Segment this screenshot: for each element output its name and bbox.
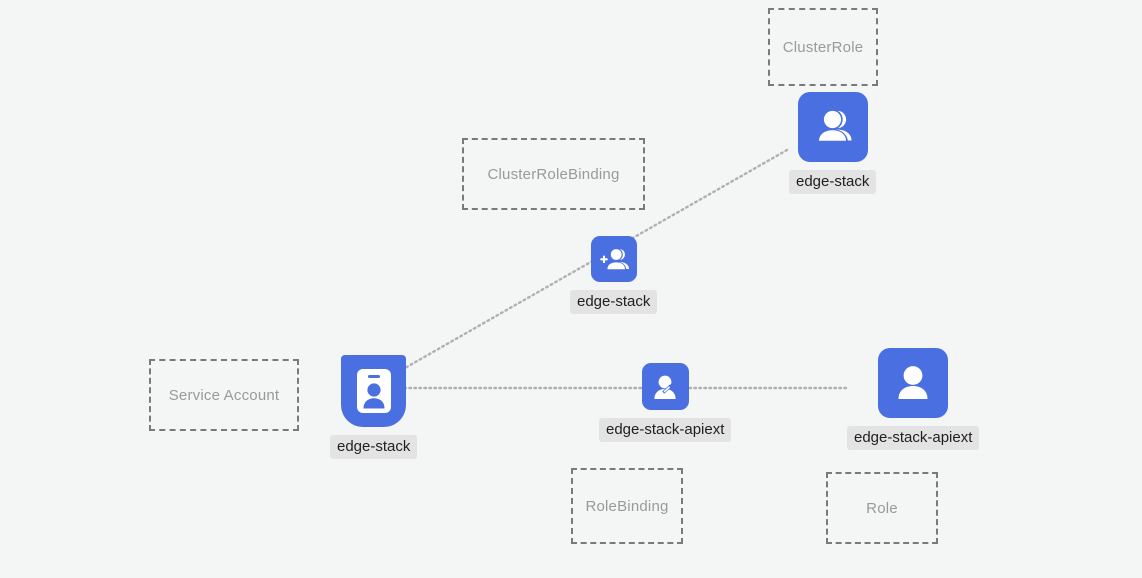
- node-label: edge-stack: [570, 290, 658, 315]
- type-box-label: RoleBinding: [585, 497, 669, 515]
- type-box-label: Role: [866, 499, 898, 517]
- person-edit-icon-glyph: [654, 375, 676, 399]
- type-box-clusterrole: ClusterRole: [768, 8, 878, 86]
- group-icon-glyph: [816, 109, 852, 143]
- type-box-rolebinding: RoleBinding: [571, 468, 683, 544]
- type-box-label: ClusterRoleBinding: [487, 165, 620, 183]
- node-label: edge-stack-apiext: [847, 426, 980, 451]
- node-label: edge-stack: [789, 170, 877, 195]
- group-icon[interactable]: [797, 92, 868, 162]
- node-label: edge-stack-apiext: [599, 418, 732, 443]
- person-edit-icon[interactable]: [641, 363, 689, 410]
- add-group-icon[interactable]: [590, 236, 637, 282]
- type-box-clusterrolebinding: ClusterRoleBinding: [462, 138, 645, 210]
- type-box-label: ClusterRole: [782, 38, 864, 56]
- node-label: edge-stack: [330, 435, 418, 460]
- node-clusterrole[interactable]: edge-stack: [789, 92, 877, 195]
- node-rolebinding[interactable]: edge-stack-apiext: [599, 363, 732, 443]
- node-clusterrolebinding[interactable]: edge-stack: [570, 236, 658, 315]
- type-box-serviceaccount: Service Account: [149, 359, 299, 431]
- id-badge-icon-glyph: [356, 369, 391, 413]
- node-role[interactable]: edge-stack-apiext: [847, 348, 980, 451]
- add-group-icon-glyph: [599, 247, 629, 271]
- type-box-role: Role: [826, 472, 938, 544]
- node-serviceaccount[interactable]: edge-stack: [330, 355, 418, 460]
- person-icon-glyph: [898, 366, 928, 399]
- type-box-label: Service Account: [168, 386, 280, 404]
- person-icon[interactable]: [878, 348, 949, 418]
- id-badge-icon[interactable]: [341, 355, 407, 427]
